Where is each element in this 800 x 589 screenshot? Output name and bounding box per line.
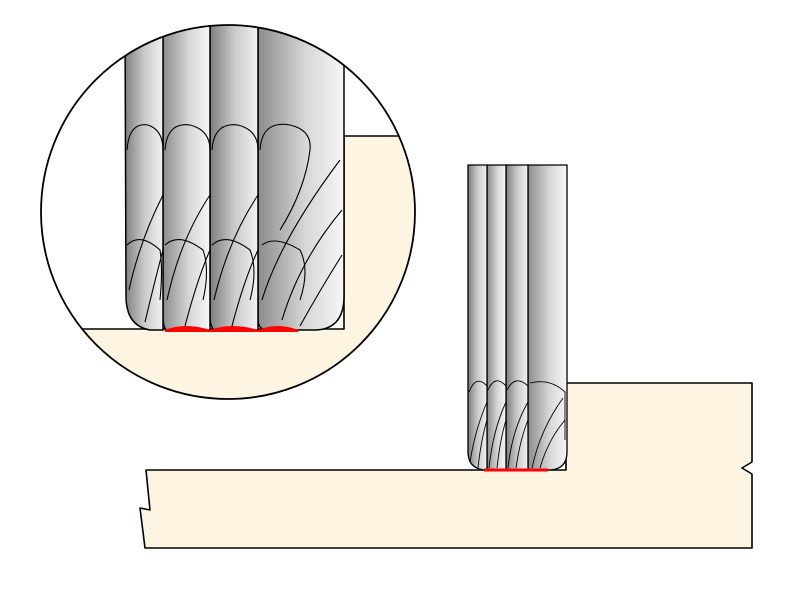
magnified-tool-1 xyxy=(124,25,164,331)
main-tool-group xyxy=(467,164,568,472)
magnified-contact-line xyxy=(164,326,299,333)
magnified-tool-4 xyxy=(257,25,345,331)
main-tool-2 xyxy=(486,164,507,471)
magnified-border xyxy=(40,24,416,400)
main-tool-4 xyxy=(527,164,568,471)
main-tool-1 xyxy=(467,164,488,471)
magnified-view xyxy=(40,24,416,400)
workpiece-body xyxy=(139,382,753,549)
magnified-tool-2 xyxy=(162,25,211,331)
main-tool-3 xyxy=(505,164,529,471)
magnified-tool-3 xyxy=(209,25,259,331)
magnified-workpiece xyxy=(41,135,415,399)
workpiece xyxy=(139,382,753,549)
